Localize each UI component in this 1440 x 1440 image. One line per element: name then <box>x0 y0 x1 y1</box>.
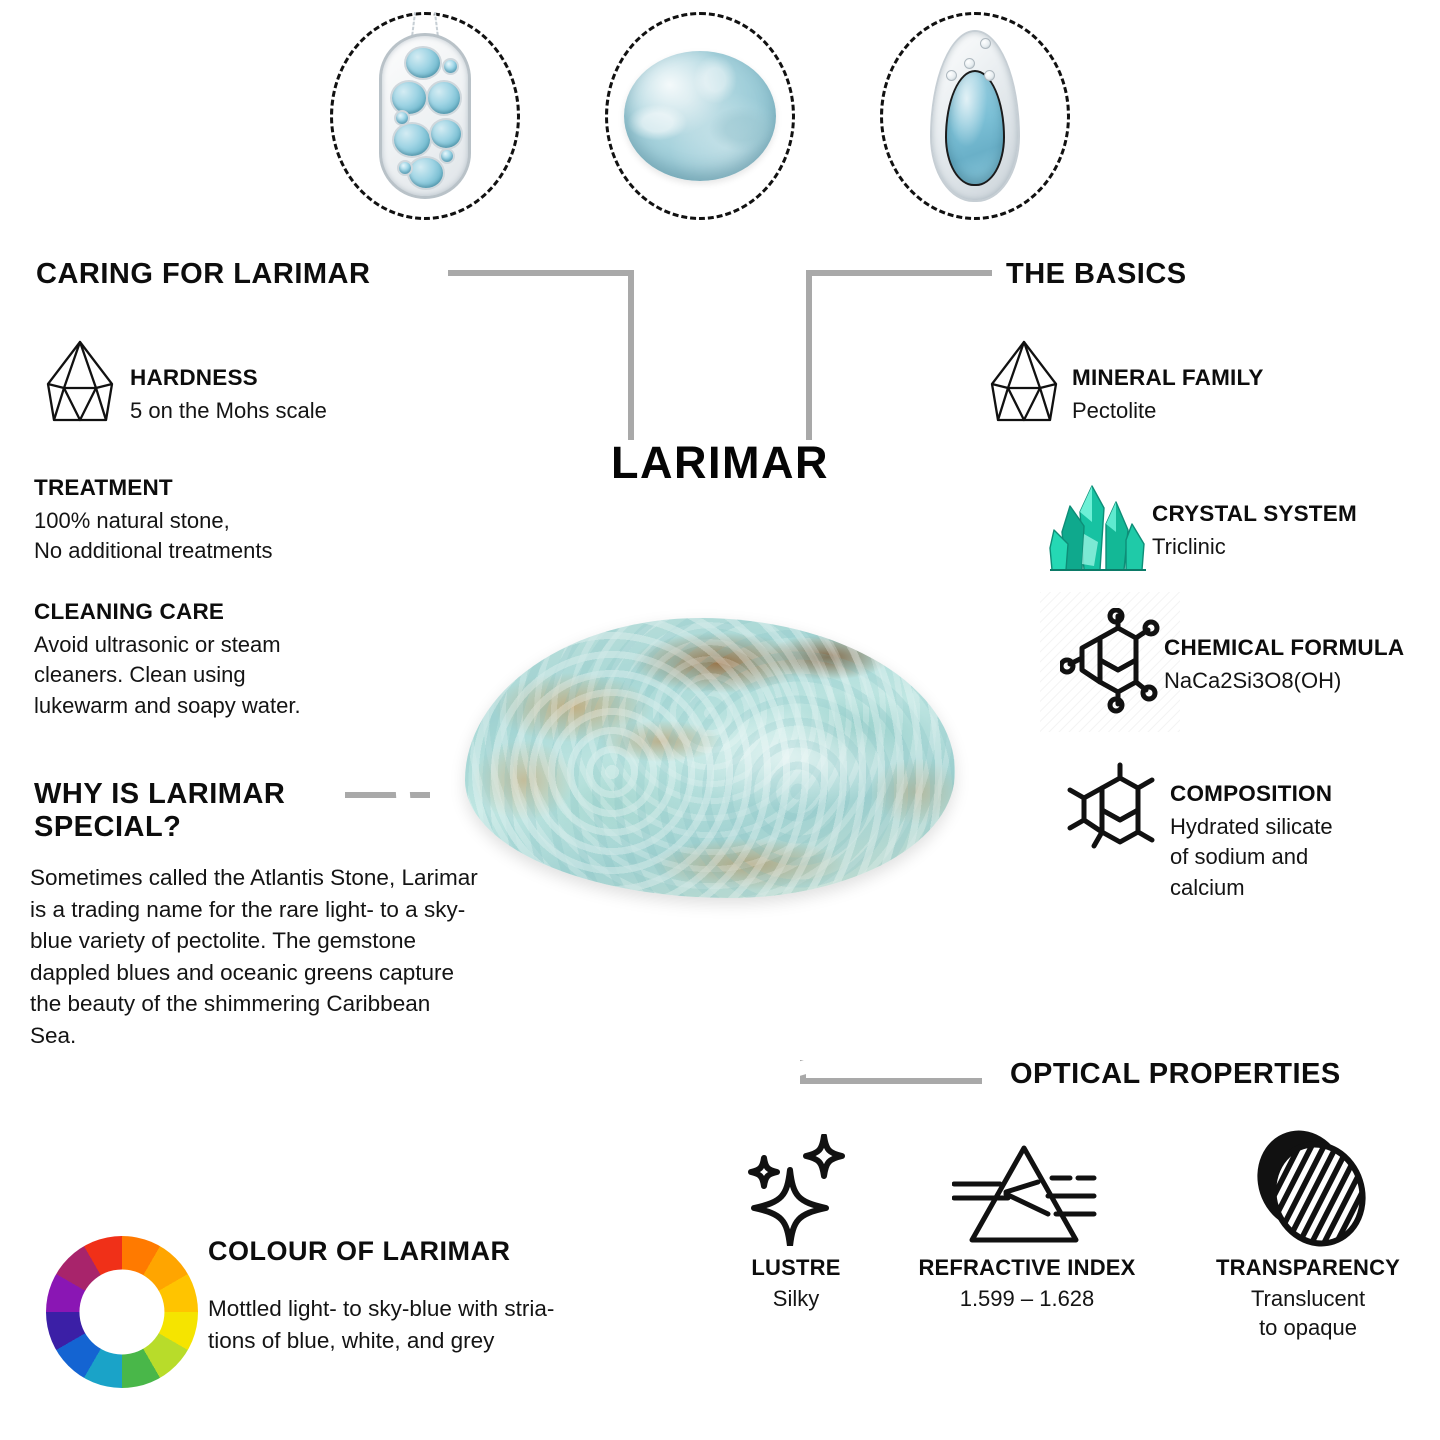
larimar-oval-cabochon <box>605 12 795 220</box>
item-title-hardness: HARDNESS <box>130 365 258 390</box>
center-ring-svg <box>395 452 1031 1088</box>
section-heading-caring: CARING FOR LARIMAR <box>36 258 371 290</box>
connector-optical-h <box>800 1078 982 1084</box>
item-title-transparency: TRANSPARENCY <box>1215 1255 1401 1280</box>
section-heading-special: WHY IS LARIMAR SPECIAL? <box>34 778 286 844</box>
item-value-refractive-index: 1.599 – 1.628 <box>959 1286 1095 1311</box>
section-heading-basics: THE BASICS <box>1006 258 1187 290</box>
hexagon-chain-icon <box>1067 762 1155 849</box>
item-value-lustre: Silky <box>772 1286 820 1311</box>
optical-item-lustre: LUSTRE Silky <box>690 1255 902 1314</box>
item-value-chemical-formula: NaCa2Si3O8(OH) <box>1164 668 1342 693</box>
larimar-teardrop-pendant <box>880 12 1070 220</box>
colour-wheel-icon <box>46 1236 198 1388</box>
item-value-hardness: 5 on the Mohs scale <box>130 398 327 423</box>
item-value-mineral-family: Pectolite <box>1072 398 1157 423</box>
colour-value: Mottled light- to sky-blue with stria- t… <box>208 1296 555 1353</box>
item-title-cleaning-care: CLEANING CARE <box>34 599 225 624</box>
connector-basics-v <box>806 270 812 440</box>
section-heading-optical: OPTICAL PROPERTIES <box>1010 1058 1341 1090</box>
connector-caring-v <box>628 270 634 440</box>
section-heading-colour: COLOUR OF LARIMAR <box>208 1236 511 1266</box>
item-title-lustre: LUSTRE <box>751 1255 841 1280</box>
crystal-outline-icon <box>46 340 114 422</box>
item-value-transparency: Translucent to opaque <box>1250 1286 1366 1340</box>
molecule-icon <box>1060 608 1160 714</box>
gallery-frame-1 <box>330 12 520 220</box>
item-value-crystal-system: Triclinic <box>1152 534 1226 559</box>
item-value-cleaning-care: Avoid ultrasonic or steam cleaners. Clea… <box>34 632 301 718</box>
item-title-treatment: TREATMENT <box>34 475 173 500</box>
transparency-icon <box>1257 1130 1366 1247</box>
sparkle-icon <box>748 1134 845 1246</box>
optical-item-transparency: TRANSPARENCY Translucent to opaque <box>1178 1255 1438 1342</box>
connector-caring-h <box>448 270 634 276</box>
larimar-multi-stone-pendant <box>330 12 520 220</box>
special-body-text: Sometimes called the Atlantis Stone, Lar… <box>30 865 478 1048</box>
item-title-refractive-index: REFRACTIVE INDEX <box>918 1255 1136 1280</box>
larimar-specimen-image <box>465 618 955 898</box>
item-value-treatment: 100% natural stone, No additional treatm… <box>34 508 273 564</box>
prism-icon <box>952 1145 1097 1243</box>
item-value-composition: Hydrated silicate of sodium and calcium <box>1170 814 1333 900</box>
item-title-chemical-formula: CHEMICAL FORMULA <box>1164 635 1405 660</box>
connector-special <box>345 792 430 798</box>
optical-item-refractive-index: REFRACTIVE INDEX 1.599 – 1.628 <box>896 1255 1158 1314</box>
page-title: LARIMAR <box>611 437 829 488</box>
gallery-frame-3 <box>880 12 1070 220</box>
crystal-cluster-icon <box>1049 485 1146 571</box>
crystal-outline-icon <box>990 340 1058 422</box>
item-title-crystal-system: CRYSTAL SYSTEM <box>1152 501 1357 526</box>
item-title-mineral-family: MINERAL FAMILY <box>1072 365 1264 390</box>
connector-basics-h <box>806 270 992 276</box>
item-title-composition: COMPOSITION <box>1170 781 1333 806</box>
gallery-frame-2 <box>605 12 795 220</box>
